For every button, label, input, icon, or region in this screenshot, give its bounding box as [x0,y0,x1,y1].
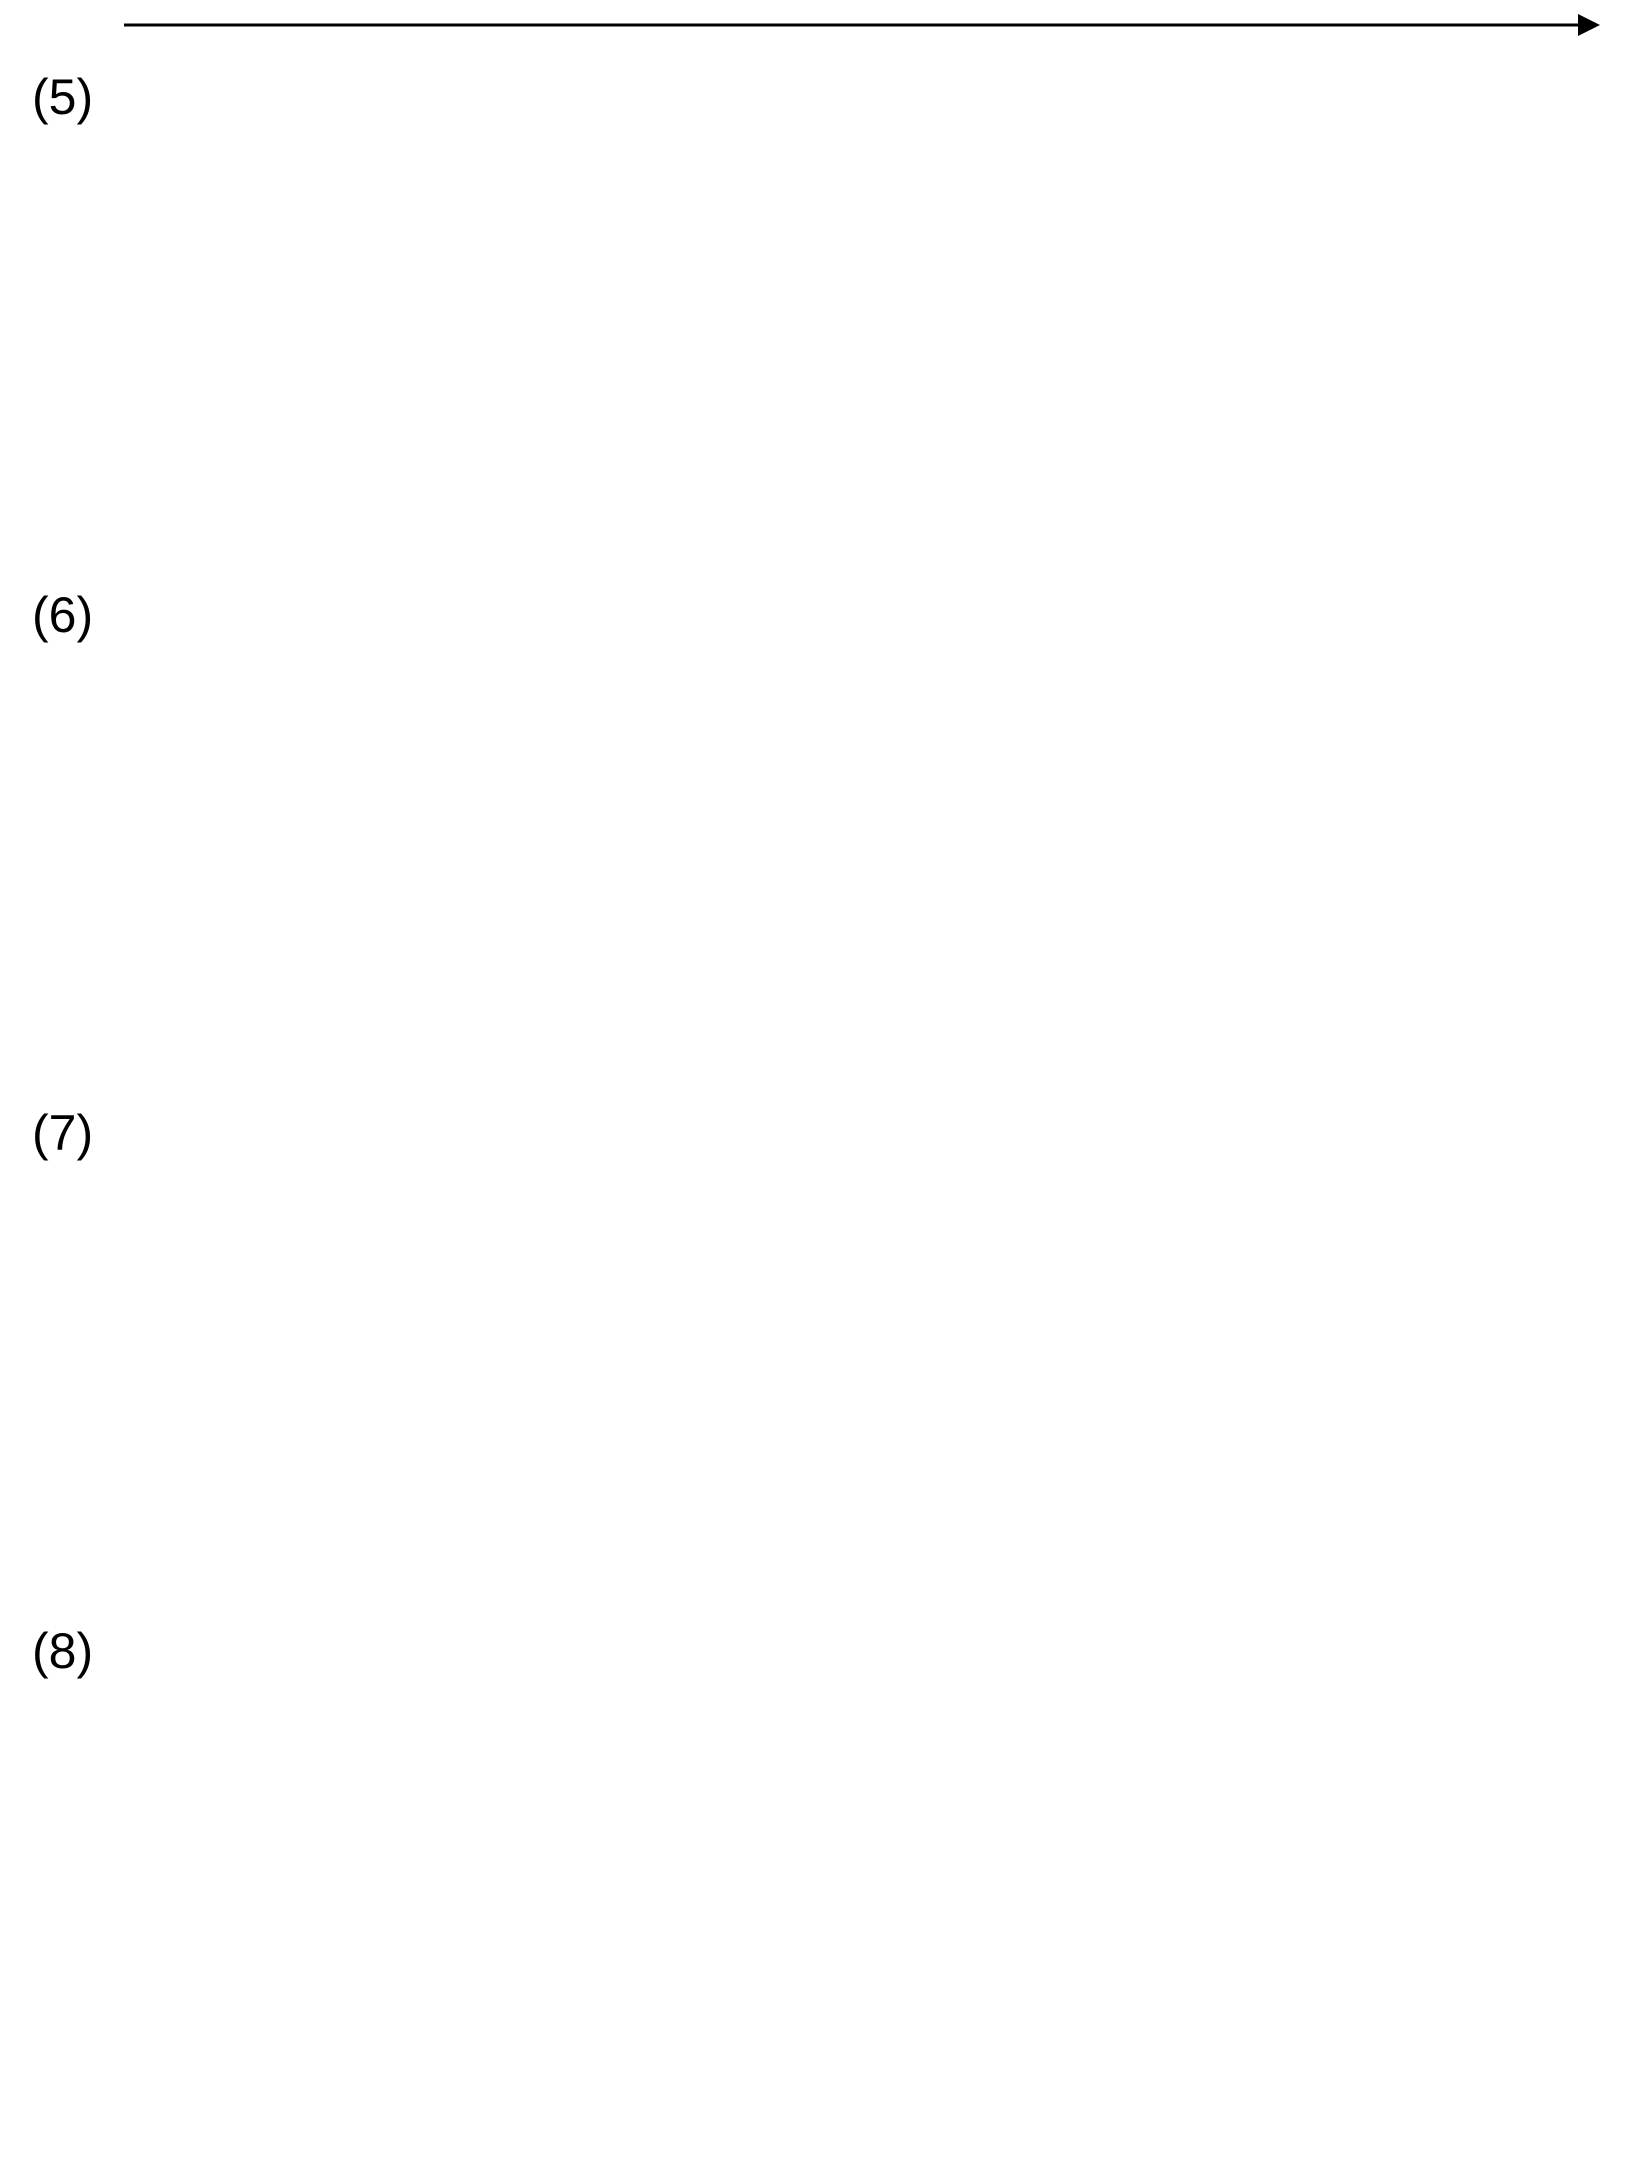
group-label-5: (5) [32,69,94,125]
time-arrow [124,14,1600,36]
group-label-8: (8) [32,1623,94,1679]
group-label-7: (7) [32,1105,94,1161]
group-label-6: (6) [32,587,94,643]
